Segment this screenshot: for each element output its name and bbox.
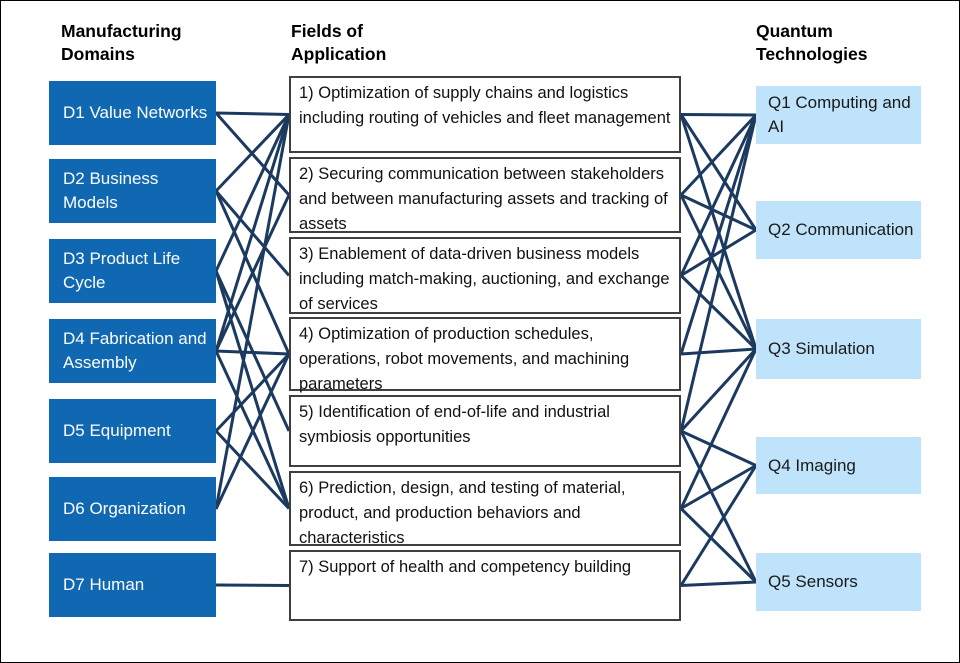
domain-box-d5-equipment: D5 Equipment — [49, 399, 216, 463]
technology-label: Q1 Computing and AI — [768, 93, 911, 136]
technology-box-q3-simulation: Q3 Simulation — [756, 319, 921, 379]
column-header-quantum-technologies: Quantum Technologies — [756, 21, 868, 64]
domain-label: D2 Business Models — [63, 169, 159, 212]
technology-label: Q5 Sensors — [768, 572, 858, 591]
domain-box-d4-fabrication-assembly: D4 Fabrication and Assembly — [49, 319, 216, 383]
application-box-6-prediction-design-testing: 6) Prediction, design, and testing of ma… — [289, 471, 681, 547]
domain-label: D3 Product Life Cycle — [63, 249, 181, 292]
application-box-5-end-of-life-identification: 5) Identification of end-of-life and ind… — [289, 395, 681, 467]
technology-box-q5-sensors: Q5 Sensors — [756, 553, 921, 611]
domain-box-d1-value-networks: D1 Value Networks — [49, 81, 216, 145]
column-header-fields-of-application: Fields of Application — [291, 21, 387, 64]
domain-label: D7 Human — [63, 575, 145, 594]
technology-box-q4-imaging: Q4 Imaging — [756, 437, 921, 494]
domain-box-d3-product-life-cycle: D3 Product Life Cycle — [49, 239, 216, 303]
domain-label: D6 Organization — [63, 499, 186, 518]
application-box-2-securing-communication: 2) Securing communication between stakeh… — [289, 157, 681, 233]
technology-label: Q3 Simulation — [768, 339, 875, 358]
application-box-7-health-competency-support: 7) Support of health and competency buil… — [289, 550, 681, 621]
application-box-3-data-driven-business-models: 3) Enablement of data-driven business mo… — [289, 237, 681, 314]
technology-box-q1-computing-ai: Q1 Computing and AI — [756, 86, 921, 144]
domain-label: D5 Equipment — [63, 421, 171, 440]
domain-box-d6-organization: D6 Organization — [49, 477, 216, 541]
column-header-manufacturing-domains: Manufacturing Domains — [61, 21, 182, 64]
domain-label: D4 Fabrication and Assembly — [63, 329, 207, 372]
application-box-1-supply-chain-optimization: 1) Optimization of supply chains and log… — [289, 76, 681, 153]
technology-box-q2-communication: Q2 Communication — [756, 201, 921, 259]
technology-label: Q2 Communication — [768, 220, 914, 239]
domain-box-d2-business-models: D2 Business Models — [49, 159, 216, 223]
domain-box-d7-human: D7 Human — [49, 553, 216, 617]
application-box-4-production-schedule-optimization: 4) Optimization of production schedules,… — [289, 317, 681, 393]
domain-label: D1 Value Networks — [63, 103, 208, 122]
technology-label: Q4 Imaging — [768, 455, 856, 475]
